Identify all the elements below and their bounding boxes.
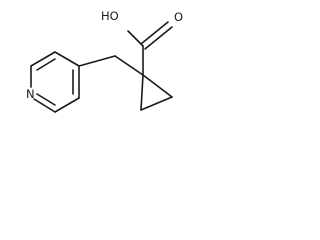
ring-bond-n-c6-inner: [36, 93, 56, 106]
ring-bond-c4-c3: [54, 51, 80, 67]
carboxylic-acid-group: [127, 21, 173, 76]
bond-carbonyl-double-a: [140, 21, 169, 45]
cyclopropane-bond-b: [140, 96, 173, 111]
pyridine-ring: [30, 51, 80, 113]
cyclopropane-bond-a: [140, 74, 144, 111]
chemical-structure-diagram: HO O N: [26, 9, 183, 113]
bond-carbonyl-double-b: [144, 26, 173, 50]
cyclopropane-bond-c: [142, 74, 173, 98]
hydroxyl-label: HO: [101, 9, 119, 23]
ring-bond-c6-c5: [54, 97, 80, 113]
ring-bond-c3-c2-inner: [36, 58, 56, 71]
ring-bond-c3-c2: [30, 51, 56, 67]
bond-ring-to-ch2: [78, 55, 116, 67]
bond-ch2-to-cyclopropane: [114, 55, 144, 76]
cyclopropane-ring: [140, 74, 173, 111]
carbonyl-oxygen-label: O: [174, 10, 183, 24]
ring-nitrogen-label: N: [26, 87, 35, 101]
ring-bond-n-c6: [33, 98, 56, 113]
